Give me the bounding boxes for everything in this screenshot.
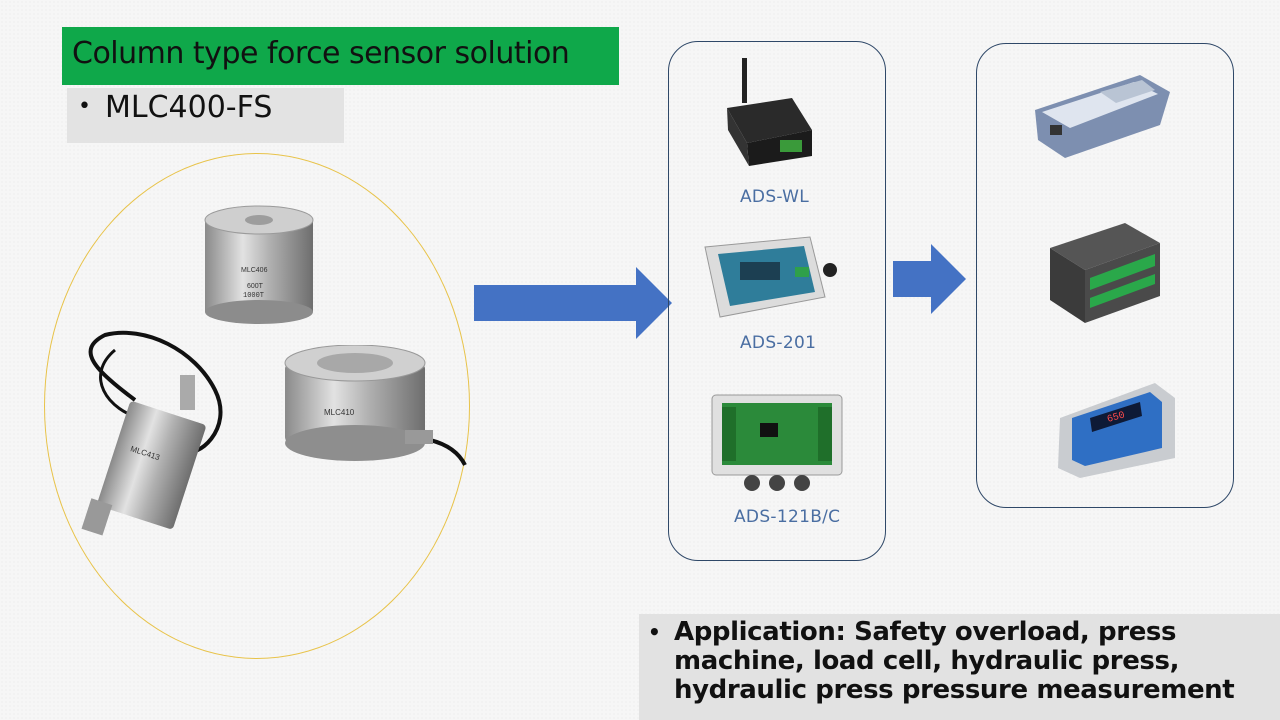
mlc413-sensor-image: MLC413 — [81, 330, 223, 536]
sensor-group-ellipse — [44, 153, 470, 659]
slide-title: Column type force sensor solution — [72, 36, 570, 71]
application-text: • Application: Safety overload, press mac… — [648, 618, 1268, 705]
mlc410-sensor-image: MLC410 — [284, 345, 467, 466]
application-box — [639, 614, 1280, 720]
plc-controller-icon — [1050, 223, 1160, 323]
application-description: Application: Safety overload, press mach… — [674, 617, 1235, 705]
mlc406-marking-text: 1000T — [243, 292, 264, 300]
handheld-meter-icon — [1035, 75, 1170, 158]
module-label-ads-201: ADS-201 — [740, 333, 817, 353]
modules-panel — [668, 41, 886, 561]
mlc406-capacity-text: 600T — [247, 283, 264, 290]
subtitle-text: MLC400-FS — [104, 90, 273, 125]
module-label-ads-121bc: ADS-121B/C — [734, 507, 841, 527]
title-banner — [62, 27, 619, 85]
subtitle-box — [67, 88, 344, 143]
indicator-reading: 650 — [1106, 410, 1126, 426]
arrow-to-modules-icon — [474, 267, 672, 339]
weighing-indicator-icon: 650 — [1058, 383, 1175, 478]
ads-201-module-image — [704, 236, 837, 318]
mlc406-model-text: MLC406 — [241, 267, 268, 274]
module-label-ads-wl: ADS-WL — [740, 187, 810, 207]
bullet-icon: • — [648, 620, 661, 644]
mlc406-sensor-image: MLC406 600T 1000T — [204, 205, 314, 324]
mlc410-model-text: MLC410 — [324, 408, 355, 417]
arrow-to-displays-icon — [893, 244, 966, 314]
subtitle: • MLC400-FS — [78, 90, 272, 125]
ads-121bc-module-image — [711, 394, 843, 491]
bullet-icon: • — [78, 94, 91, 119]
displays-panel — [976, 43, 1234, 508]
ads-wl-module-image — [727, 58, 812, 166]
